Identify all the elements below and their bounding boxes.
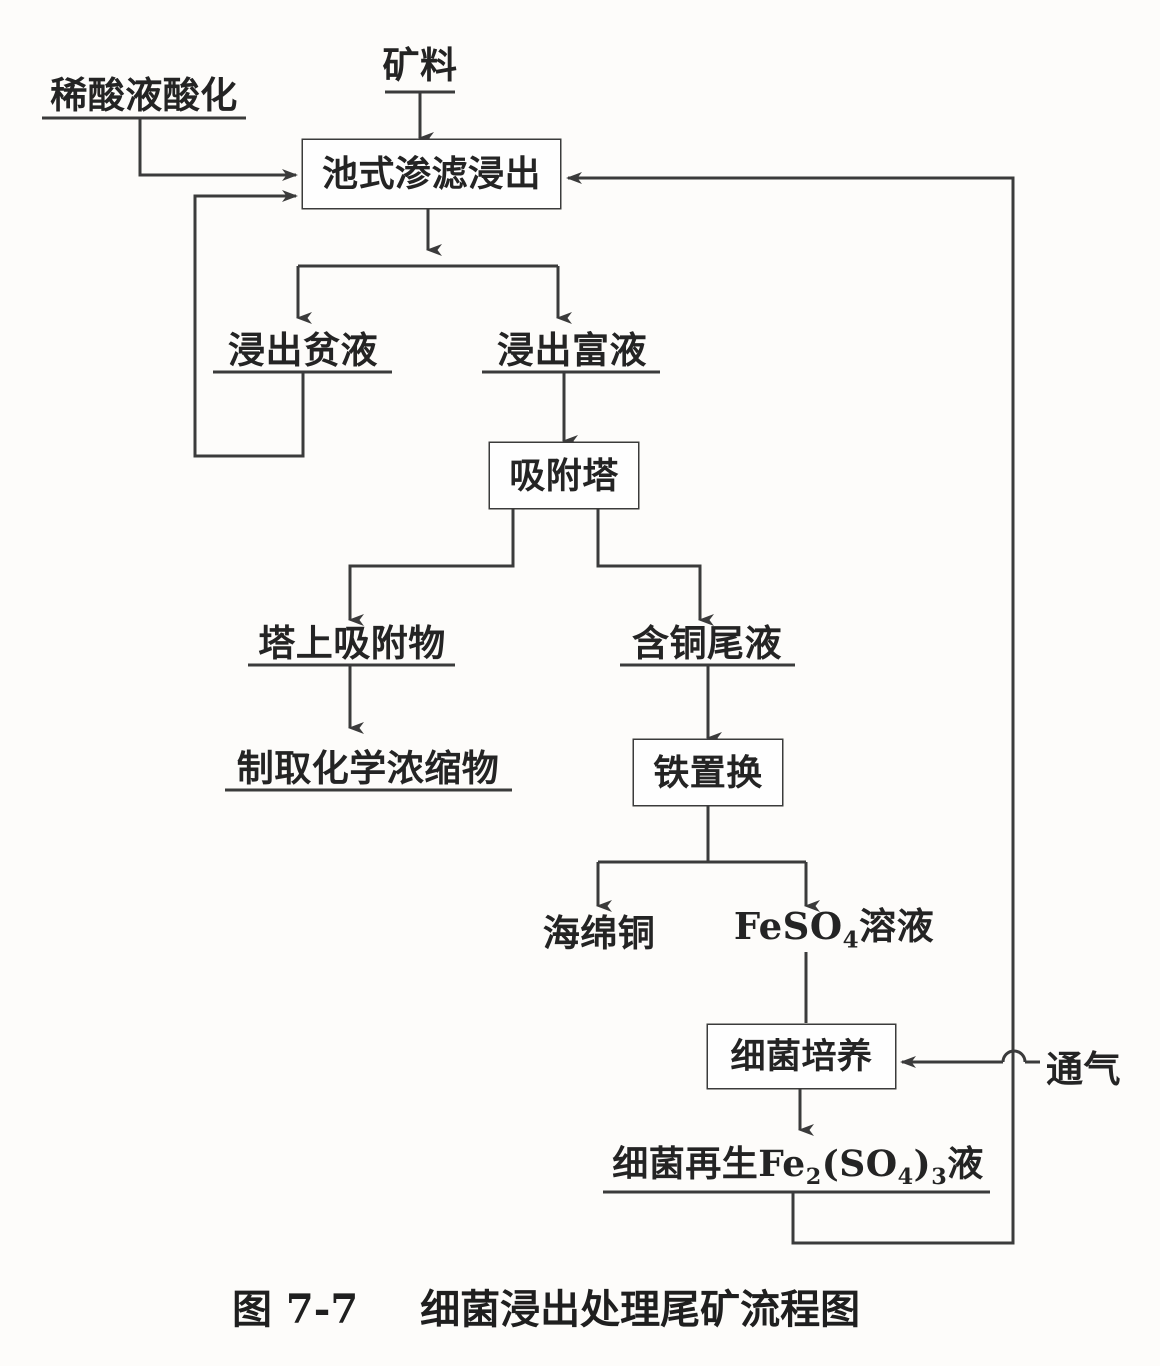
regenerated-prefix: 细菌再生Fe — [612, 1142, 806, 1185]
label-ore-feed: 矿料 — [370, 28, 470, 84]
chemical-concentrate-text: 制取化学浓缩物 — [236, 746, 500, 790]
edge-regenerated-recycle-to-leaching — [566, 172, 1015, 1245]
label-chemical-concentrate: 制取化学浓缩物 — [216, 733, 520, 787]
copper-tailing-text: 含铜尾液 — [632, 621, 782, 665]
label-tower-adsorbate: 塔上吸附物 — [240, 608, 464, 662]
regenerated-sub-2: 4 — [897, 1163, 914, 1190]
bacteria-cultivation-text: 细菌培养 — [730, 1036, 873, 1077]
label-aeration: 通气 — [1046, 1034, 1146, 1088]
label-acid-input: 稀酸液酸化 — [30, 58, 258, 114]
edge-tower-to-adsorbate — [348, 508, 515, 626]
ore-feed-text: 矿料 — [382, 43, 458, 87]
box-label-bacteria-cultivation[interactable]: 细菌培养 — [708, 1025, 895, 1088]
sponge-copper-text: 海绵铜 — [542, 911, 656, 955]
regenerated-formula: 细菌再生Fe2(SO4)3液 — [612, 1146, 984, 1189]
edge-lean-recycle — [193, 190, 305, 458]
figure-caption: 图 7-7 细菌浸出处理尾矿流程图 — [232, 1277, 860, 1335]
label-lean-leach-solution: 浸出贫液 — [205, 315, 401, 369]
regenerated-suffix: 液 — [947, 1142, 984, 1185]
label-regenerated-ferric-sulfate: 细菌再生Fe2(SO4)3液 — [598, 1134, 998, 1188]
rich-solution-text: 浸出富液 — [497, 328, 647, 372]
label-rich-leach-solution: 浸出富液 — [474, 315, 670, 369]
feso4-subscript: 4 — [842, 926, 860, 954]
acid-input-text: 稀酸液酸化 — [50, 73, 238, 117]
lean-solution-text: 浸出贫液 — [228, 328, 378, 372]
regenerated-mid-2: ) — [913, 1142, 932, 1185]
box-label-iron-cementation[interactable]: 铁置换 — [634, 740, 782, 805]
caption-title: 细菌浸出处理尾矿流程图 — [420, 1286, 861, 1333]
regenerated-sub-1: 2 — [805, 1163, 822, 1190]
feso4-suffix: 溶液 — [859, 903, 935, 948]
box-label-adsorption-tower[interactable]: 吸附塔 — [490, 443, 638, 508]
label-sponge-copper: 海绵铜 — [524, 898, 674, 952]
caption-number: 图 7-7 — [232, 1286, 359, 1333]
tower-adsorbate-text: 塔上吸附物 — [258, 621, 446, 665]
adsorption-tower-text: 吸附塔 — [509, 454, 619, 497]
vat-leaching-text: 池式渗滤浸出 — [321, 153, 541, 195]
label-ferrous-sulfate-solution: FeSO4溶液 — [728, 898, 940, 952]
edge-acid-to-leaching — [138, 118, 298, 181]
label-copper-tailing-liquor: 含铜尾液 — [612, 608, 802, 662]
feso4-formula: FeSO4溶液 — [734, 907, 934, 954]
regenerated-sub-3: 3 — [931, 1163, 948, 1190]
edge-tower-to-tailing — [596, 508, 714, 626]
regenerated-mid-1: (SO — [821, 1142, 898, 1185]
aeration-text: 通气 — [1046, 1047, 1121, 1091]
box-label-vat-percolation-leaching[interactable]: 池式渗滤浸出 — [303, 140, 560, 208]
feso4-prefix: FeSO — [733, 903, 843, 948]
iron-cementation-text: 铁置换 — [653, 751, 763, 794]
